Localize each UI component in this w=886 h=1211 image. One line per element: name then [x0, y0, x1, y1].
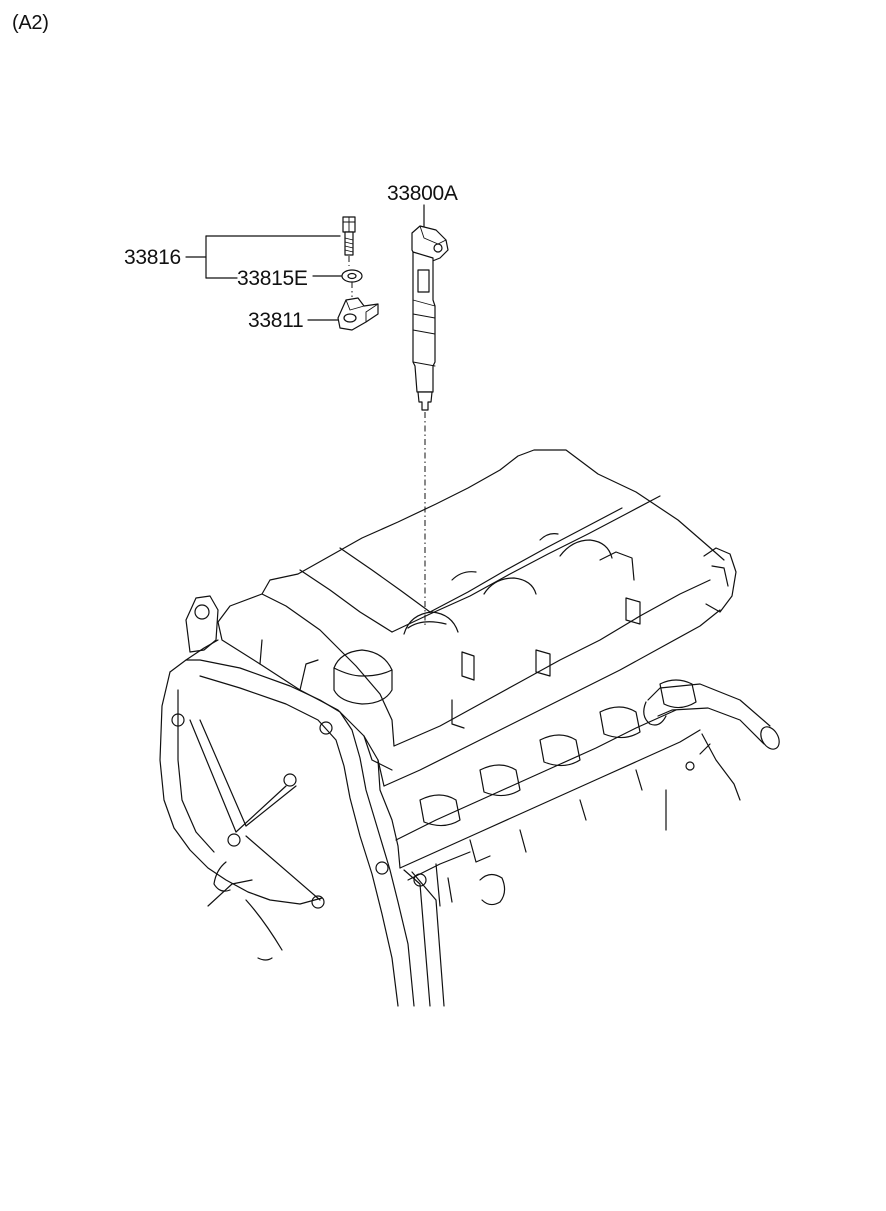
part-label-washer: 33815E — [237, 267, 308, 290]
view-label: (A2) — [12, 12, 49, 34]
part-label-injector: 33800A — [387, 182, 458, 205]
bolt-part — [342, 216, 356, 266]
part-label-clamp: 33811 — [248, 309, 304, 332]
clamp-part — [337, 297, 379, 331]
injector-part — [411, 225, 449, 628]
engine-assembly — [159, 449, 780, 1007]
washer-part — [341, 269, 363, 297]
leader-lines — [185, 204, 425, 321]
part-label-bolt-assembly: 33816 — [124, 246, 181, 269]
